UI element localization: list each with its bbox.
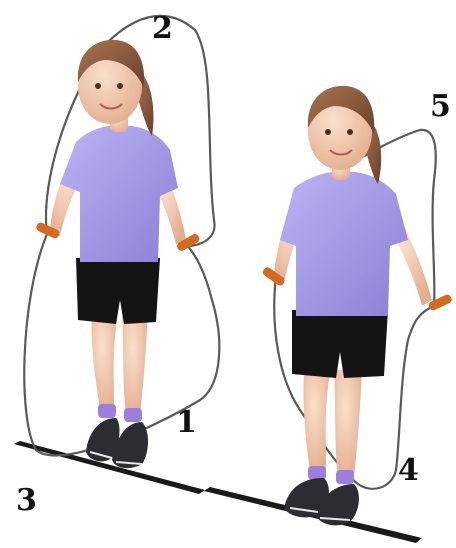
girl-left <box>35 40 201 468</box>
right-girl-sock-left <box>308 466 326 480</box>
left-girl-sock-left <box>98 404 116 418</box>
right-girl-sock-right <box>336 470 354 484</box>
left-girl-leg-left <box>92 312 118 410</box>
right-girl-leg-left <box>303 370 330 472</box>
girl-right <box>261 86 453 526</box>
left-girl-leg-right <box>122 312 148 414</box>
left-girl-shorts <box>76 258 160 324</box>
step-label-1: 1 <box>176 408 197 438</box>
right-girl-shirt <box>280 172 408 316</box>
step-label-3: 3 <box>16 486 37 516</box>
right-girl-leg-right <box>334 370 362 476</box>
step-label-5: 5 <box>430 92 451 122</box>
step-label-4: 4 <box>398 456 419 486</box>
right-girl-shorts <box>292 310 388 378</box>
left-girl-shirt <box>60 126 178 262</box>
ground-line <box>14 441 422 543</box>
right-girl-handle-right <box>427 293 453 311</box>
step-label-2: 2 <box>152 14 173 44</box>
left-girl-sock-right <box>124 408 142 422</box>
